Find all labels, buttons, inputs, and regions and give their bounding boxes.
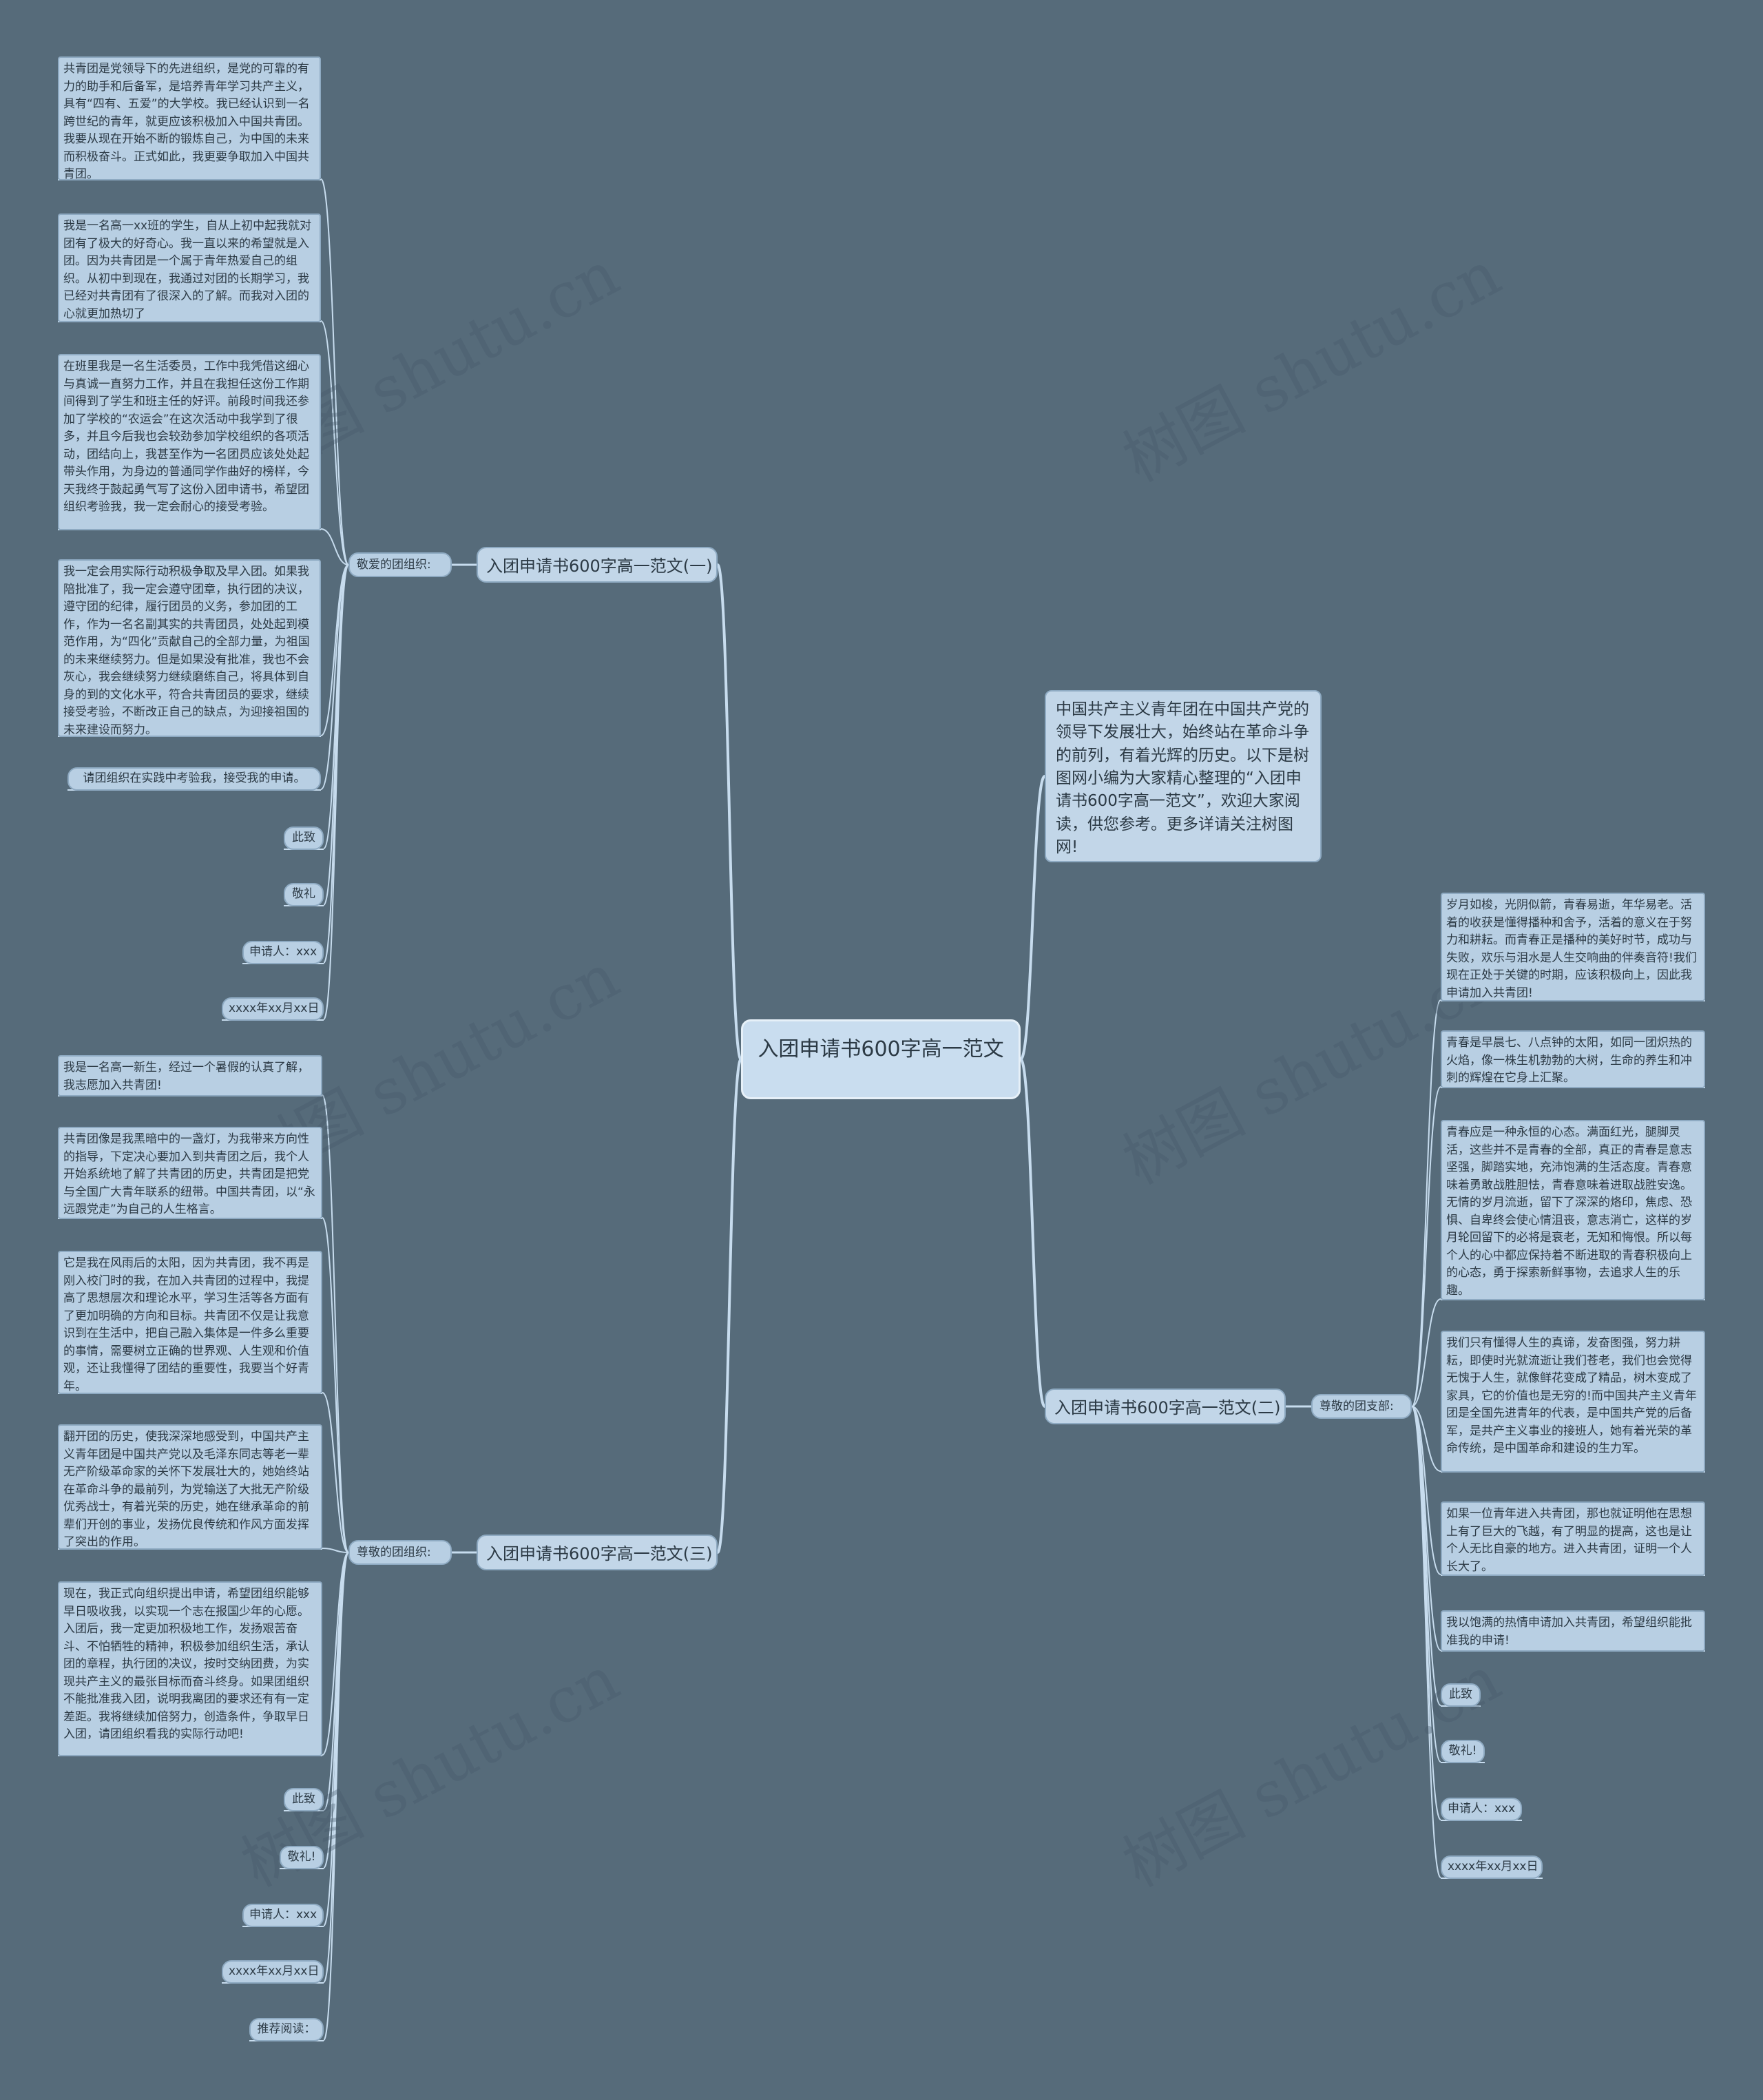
- link-greeting-item: [1411, 1086, 1441, 1407]
- branch-1-title[interactable]: 入团申请书600字高一范文(一): [477, 547, 718, 583]
- link-greeting-item: [322, 1392, 349, 1553]
- link-greeting-item: [323, 1552, 349, 1811]
- link-greeting-item: [320, 320, 349, 565]
- branch-2-item[interactable]: 我们只有懂得人生的真谛，发奋图强，努力耕耘，即使时光就流逝让我们苍老，我们也会觉…: [1441, 1331, 1705, 1473]
- branch-1-item[interactable]: 我是一名高一xx班的学生，自从上初中起我就对团有了极大的好奇心。我一直以来的希望…: [58, 214, 321, 322]
- branch-3-item[interactable]: 我是一名高一新生，经过一个暑假的认真了解，我志愿加入共青团!: [58, 1055, 322, 1096]
- watermark: 树图 shutu.cn: [1112, 237, 1512, 497]
- link-greeting-item: [323, 1552, 349, 1926]
- branch-3-greeting[interactable]: 尊敬的团组织:: [348, 1540, 452, 1565]
- branch-2-item[interactable]: 我以饱满的热情申请加入共青团，希望组织能批准我的申请!: [1441, 1610, 1705, 1652]
- link-root-branch-3: [716, 1058, 742, 1554]
- link-greeting-item: [1411, 1406, 1441, 1706]
- branch-2-item[interactable]: 岁月如梭，光阴似箭，青春易逝，年华易老。活着的收获是懂得播种和舍予，活着的意义在…: [1441, 893, 1705, 1001]
- branch-3-item[interactable]: 推荐阅读：: [249, 2018, 324, 2041]
- link-greeting-item: [1411, 1406, 1441, 1472]
- link-greeting-item: [322, 1094, 349, 1553]
- link-greeting-item: [1411, 1406, 1441, 1651]
- link-greeting-item: [323, 564, 349, 964]
- branch-3-item[interactable]: 敬礼!: [280, 1846, 324, 1869]
- link-greeting-item: [1411, 1406, 1441, 1575]
- branch-1-item[interactable]: 此致: [284, 827, 324, 850]
- link-greeting-item: [322, 1552, 349, 1756]
- branch-1-greeting[interactable]: 敬爱的团组织:: [348, 552, 452, 577]
- branch-3-item[interactable]: 现在，我正式向组织提出申请，希望团组织能够早日吸收我，以实现一个志在报国少年的心…: [58, 1581, 322, 1756]
- link-root-branch-2: [1019, 1058, 1046, 1408]
- link-greeting-item: [1411, 999, 1441, 1407]
- branch-2-greeting[interactable]: 尊敬的团支部:: [1311, 1394, 1412, 1419]
- link-greeting-item: [320, 528, 349, 565]
- branch-1-item[interactable]: 请团组织在实践中考验我，接受我的申请。: [67, 767, 321, 791]
- branch-3-item[interactable]: 申请人：xxx: [242, 1904, 324, 1927]
- branch-1-item[interactable]: 共青团是党领导下的先进组织，是党的可靠的有力的助手和后备军，是培养青年学习共产主…: [58, 56, 321, 180]
- link-greeting-item: [322, 1548, 349, 1553]
- link-greeting-item: [320, 178, 349, 565]
- branch-3-item[interactable]: 它是我在风雨后的太阳，因为共青团，我不再是刚入校门时的我，在加入共青团的过程中，…: [58, 1251, 322, 1394]
- branch-2-item[interactable]: 此致: [1441, 1683, 1481, 1707]
- branch-2-item[interactable]: 申请人：xxx: [1441, 1798, 1522, 1821]
- link-root-branch-1: [716, 563, 742, 1061]
- intro-text[interactable]: 中国共产主义青年团在中国共产党的领导下发展壮大，始终站在革命斗争的前列，有着光辉…: [1045, 690, 1322, 862]
- link-greeting-item: [323, 564, 349, 849]
- branch-2-item[interactable]: 青春是早晨七、八点钟的太阳，如同一团炽热的火焰，像一株生机勃勃的大树，生命的养生…: [1441, 1030, 1705, 1088]
- branch-1-item[interactable]: 在班里我是一名生活委员，工作中我凭借这细心与真诚一直努力工作，并且在我担任这份工…: [58, 354, 321, 530]
- branch-3-item[interactable]: 此致: [284, 1788, 324, 1811]
- link-greeting-item: [323, 564, 349, 1020]
- branch-2-item[interactable]: 青春应是一种永恒的心态。满面红光，腿脚灵活，这些并不是青春的全部，真正的青春是意…: [1441, 1120, 1705, 1300]
- branch-2-item[interactable]: 敬礼!: [1441, 1740, 1485, 1763]
- branch-3-item[interactable]: 共青团像是我黑暗中的一盏灯，为我带来方向性的指导，下定决心要加入到共青团之后，我…: [58, 1127, 322, 1219]
- link-greeting-item: [1411, 1406, 1441, 1820]
- link-greeting-item: [323, 1552, 349, 1983]
- link-greeting-item: [320, 564, 349, 736]
- branch-3-item[interactable]: xxxx年xx月xx日: [222, 1960, 324, 1984]
- link-greeting-item: [1411, 1406, 1441, 1763]
- link-greeting-item: [1411, 1298, 1441, 1407]
- link-greeting-item: [320, 564, 349, 790]
- link-greeting-item: [323, 564, 349, 906]
- branch-2-item[interactable]: 如果一位青年进入共青团，那也就证明他在思想上有了巨大的飞越，有了明显的提高，这也…: [1441, 1501, 1705, 1576]
- branch-3-title[interactable]: 入团申请书600字高一范文(三): [477, 1535, 718, 1570]
- branch-1-item[interactable]: 敬礼: [284, 883, 324, 906]
- link-greeting-item: [322, 1217, 349, 1553]
- link-root-intro: [1019, 775, 1046, 1061]
- branch-1-item[interactable]: xxxx年xx月xx日: [222, 997, 324, 1021]
- link-greeting-item: [323, 1552, 349, 2041]
- root-topic[interactable]: 入团申请书600字高一范文: [741, 1019, 1021, 1099]
- branch-1-item[interactable]: 我一定会用实际行动积极争取及早入团。如果我陪批准了，我一定会遵守团章，执行团的决…: [58, 559, 321, 737]
- branch-3-item[interactable]: 翻开团的历史，使我深深地感受到，中国共产主义青年团是中国共产党以及毛泽东同志等老…: [58, 1424, 322, 1550]
- link-greeting-item: [323, 1552, 349, 1869]
- branch-2-item[interactable]: xxxx年xx月xx日: [1441, 1855, 1543, 1879]
- link-greeting-item: [1411, 1406, 1441, 1878]
- branch-2-title[interactable]: 入团申请书600字高一范文(二): [1045, 1389, 1286, 1424]
- branch-1-item[interactable]: 申请人：xxx: [242, 941, 324, 964]
